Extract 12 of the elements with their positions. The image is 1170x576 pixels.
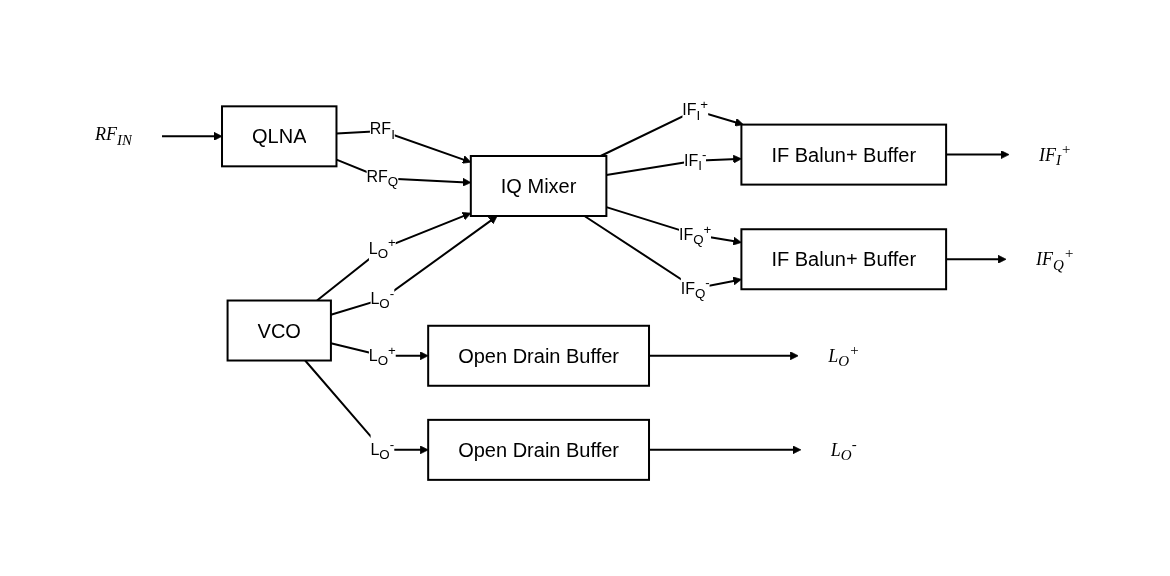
node-box: IF Balun+ Buffer [740,227,948,290]
edge-label: RF$_{Q}$ [366,167,399,189]
node-box: QLNA [221,104,338,167]
node-text: RF$_{IN}$ [95,123,133,148]
node-box: Open Drain Buffer [427,324,651,387]
node-box: Open Drain Buffer [427,418,651,481]
arrow [161,131,223,141]
node-box: IF Balun+ Buffer [740,123,948,186]
edge-label: RF$_{I}$ [370,119,396,142]
node-box: VCO [227,299,333,362]
arrow [316,211,472,302]
node-box: IQ Mixer [470,154,608,217]
